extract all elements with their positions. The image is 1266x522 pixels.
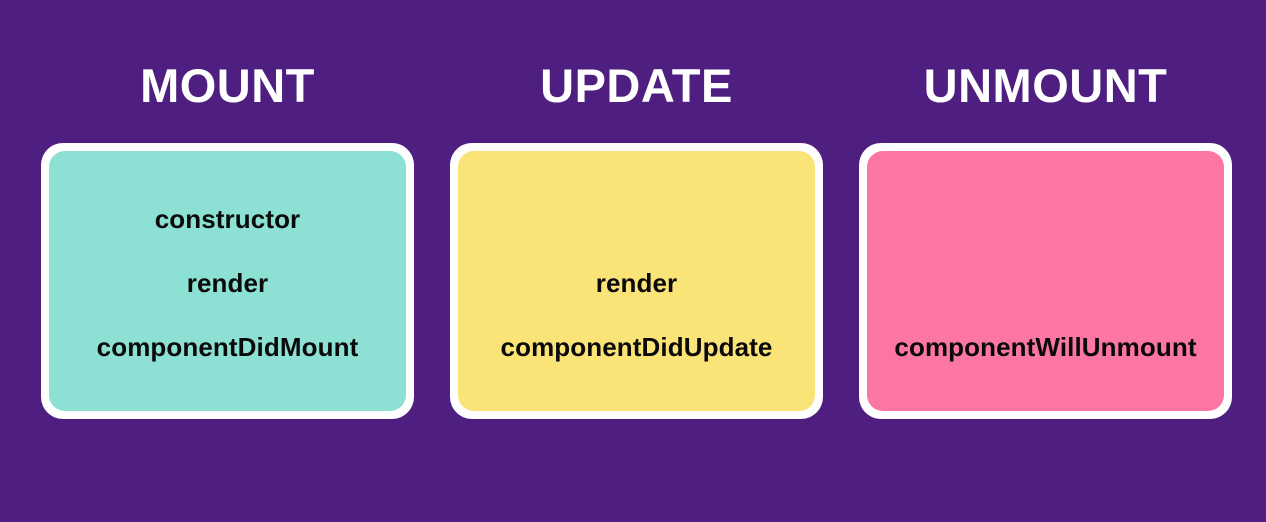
lifecycle-columns: MOUNT constructor render componentDidMou… <box>41 57 1232 419</box>
lifecycle-card-update-body: render componentDidUpdate <box>458 151 815 411</box>
lifecycle-card-unmount: componentWillUnmount <box>859 143 1232 419</box>
lifecycle-column-update: UPDATE render componentDidUpdate <box>450 57 823 419</box>
lifecycle-card-unmount-body: componentWillUnmount <box>867 151 1224 411</box>
lifecycle-item-render-update: render <box>595 267 678 298</box>
lifecycle-card-update: render componentDidUpdate <box>450 143 823 419</box>
lifecycle-item-constructor: constructor <box>154 203 301 234</box>
lifecycle-card-mount-body: constructor render componentDidMount <box>49 151 406 411</box>
lifecycle-column-mount: MOUNT constructor render componentDidMou… <box>41 57 414 419</box>
lifecycle-item-component-did-update: componentDidUpdate <box>500 331 773 362</box>
column-heading-unmount: UNMOUNT <box>923 58 1168 112</box>
lifecycle-item-component-will-unmount: componentWillUnmount <box>894 331 1197 362</box>
column-heading-update: UPDATE <box>540 58 733 112</box>
lifecycle-item-component-did-mount: componentDidMount <box>96 331 359 362</box>
lifecycle-card-mount: constructor render componentDidMount <box>41 143 414 419</box>
lifecycle-item-render-mount: render <box>186 267 269 298</box>
column-heading-mount: MOUNT <box>140 58 315 112</box>
lifecycle-column-unmount: UNMOUNT componentWillUnmount <box>859 57 1232 419</box>
